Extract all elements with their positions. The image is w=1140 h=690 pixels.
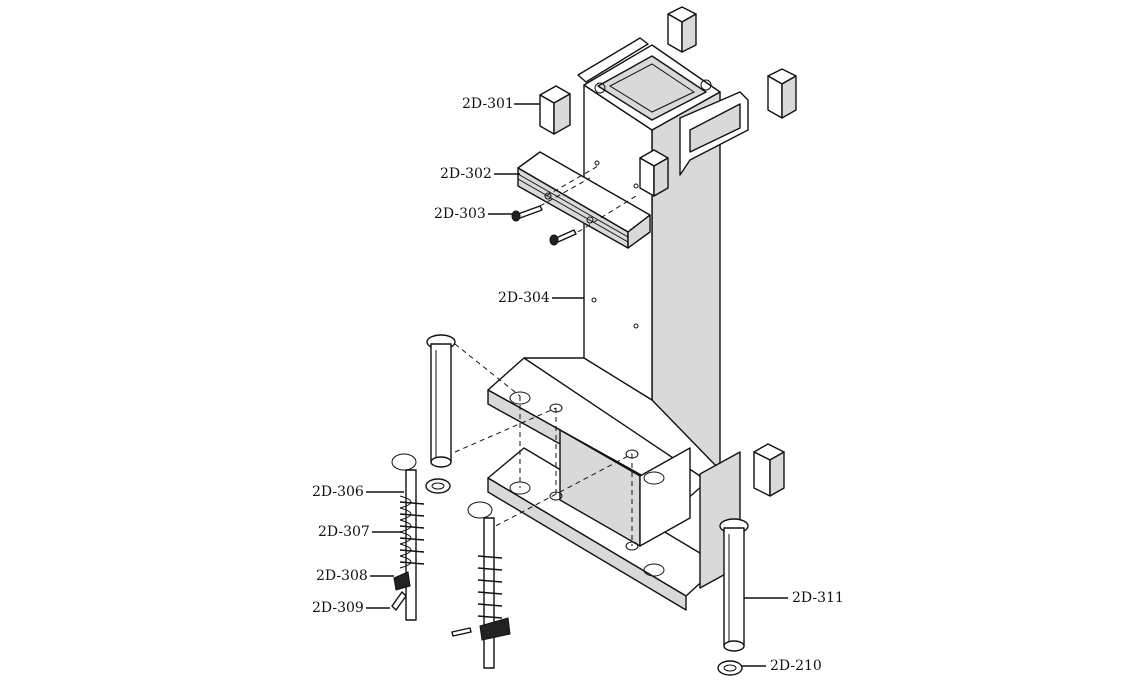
label-2d-308: 2D-308 <box>316 568 368 584</box>
screw-upper <box>511 205 543 222</box>
label-2d-304: 2D-304 <box>498 290 550 306</box>
label-2d-303: 2D-303 <box>434 206 486 222</box>
label-2d-306: 2D-306 <box>312 484 364 500</box>
label-2d-210: 2D-210 <box>770 658 822 674</box>
label-2d-311: 2D-311 <box>792 590 844 606</box>
label-2d-302: 2D-302 <box>440 166 492 182</box>
clamp-block <box>517 151 651 249</box>
rubber-pad-left <box>539 85 571 135</box>
washer-left <box>425 478 451 494</box>
spring-pin-middle <box>451 501 511 669</box>
screw-lower <box>549 229 577 246</box>
washer-right <box>717 660 743 676</box>
clevis-pin-left <box>426 334 456 468</box>
base-bracket <box>487 357 741 611</box>
clevis-pin-right <box>719 518 749 652</box>
rubber-pad-front <box>639 149 669 197</box>
label-2d-309: 2D-309 <box>312 600 364 616</box>
spring-pin-left <box>391 453 425 621</box>
label-2d-301: 2D-301 <box>462 96 514 112</box>
rubber-pad-top <box>667 6 697 53</box>
rubber-pad-lower-right <box>753 443 785 497</box>
rubber-pad-right <box>767 68 797 119</box>
label-2d-307: 2D-307 <box>318 524 370 540</box>
